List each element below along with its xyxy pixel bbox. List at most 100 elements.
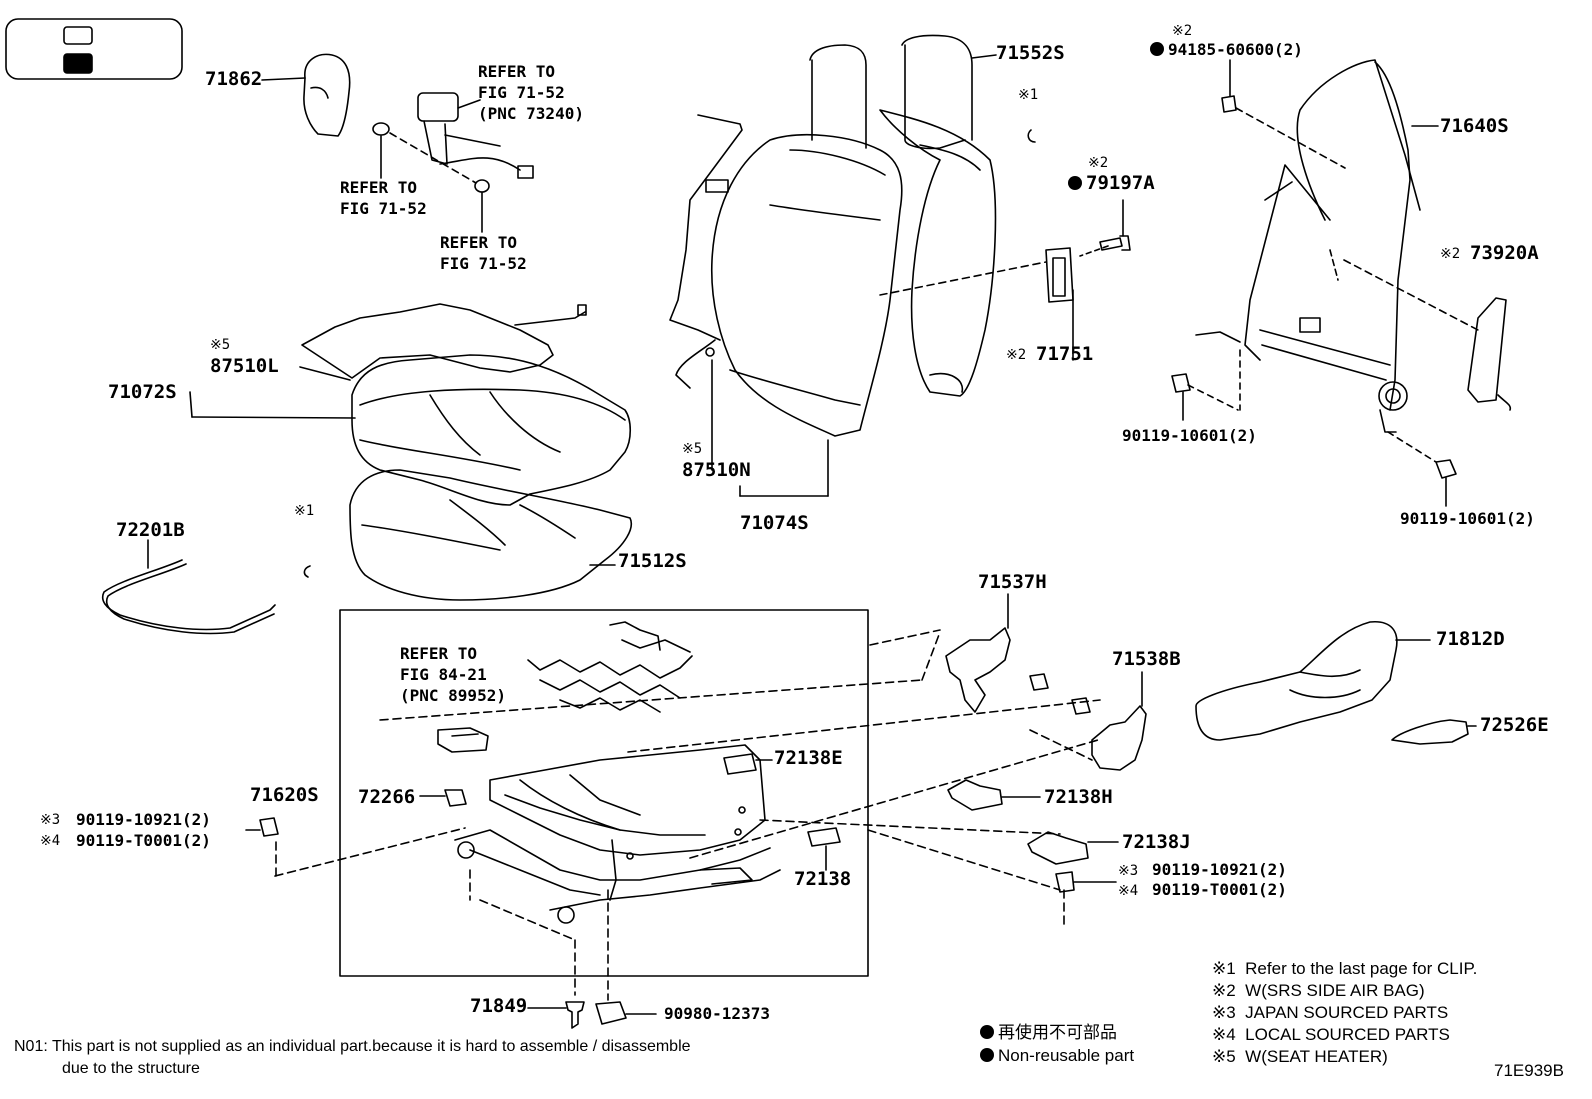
part-71640S-drawing (1195, 59, 1439, 433)
label-79197A[interactable]: 79197A (1068, 174, 1155, 193)
mark-3-left: ※3 (40, 812, 61, 828)
notes-legend: ※1 Refer to the last page for CLIP. ※2 W… (1212, 958, 1477, 1068)
mark-4-right: ※4 (1118, 883, 1139, 899)
label-refer3: REFER TO (440, 233, 518, 252)
legend-text-4: LOCAL SOURCED PARTS (1245, 1025, 1450, 1044)
legend-item-2: ※2 W(SRS SIDE AIR BAG) (1212, 980, 1477, 1002)
part-71620S-drawing (454, 744, 781, 924)
label-72526E[interactable]: 72526E (1480, 714, 1549, 736)
clip-icon-top (1027, 129, 1036, 143)
label-71074S[interactable]: 71074S (740, 512, 809, 534)
nonreusable-en-text: Non-reusable part (998, 1046, 1135, 1065)
bolt-90119-right-drawing (1055, 871, 1117, 893)
mark-4-left: ※4 (40, 833, 61, 849)
label-71849[interactable]: 71849 (470, 995, 528, 1017)
legend-text-5: W(SEAT HEATER) (1245, 1047, 1388, 1066)
part-71552S-drawing (879, 34, 997, 397)
label-94185-text: 94185-60600(2) (1168, 40, 1303, 59)
legend-text-3: JAPAN SOURCED PARTS (1245, 1003, 1449, 1022)
label-72138E[interactable]: 72138E (774, 747, 843, 769)
part-72201B-drawing (101, 539, 276, 635)
label-73920A[interactable]: 73920A (1470, 242, 1539, 264)
label-90119-10601-b[interactable]: 90119-10601(2) (1400, 509, 1535, 528)
nonreusable-en: Non-reusable part (980, 1045, 1134, 1067)
label-refer2-fig[interactable]: FIG 71-52 (340, 199, 427, 218)
legend-item-3: ※3 JAPAN SOURCED PARTS (1212, 1002, 1477, 1024)
label-71812D[interactable]: 71812D (1436, 628, 1505, 650)
label-refer1: REFER TO (478, 62, 556, 81)
part-72138E-drawing (723, 753, 773, 775)
label-87510L[interactable]: 87510L (210, 355, 279, 377)
label-71552S[interactable]: 71552S (996, 42, 1065, 64)
label-90119-T0001-right[interactable]: 90119-T0001(2) (1152, 880, 1287, 899)
label-72266[interactable]: 72266 (358, 786, 416, 808)
mark-2-79197: ※2 (1088, 155, 1109, 171)
label-72138H[interactable]: 72138H (1044, 786, 1113, 808)
label-72138[interactable]: 72138 (794, 868, 852, 890)
part-71512S-drawing (349, 469, 632, 601)
label-refer4-fig[interactable]: FIG 84-21 (400, 665, 487, 684)
part-94185-drawing (1221, 59, 1346, 169)
legend-item-1: ※1 Refer to the last page for CLIP. (1212, 958, 1477, 980)
label-90119-10601-a[interactable]: 90119-10601(2) (1122, 426, 1257, 445)
label-refer1-pnc: (PNC 73240) (478, 104, 584, 123)
non-reusable-dot-icon (980, 1048, 994, 1062)
footnote-line2: due to the structure (62, 1060, 200, 1077)
label-refer1-fig[interactable]: FIG 71-52 (478, 83, 565, 102)
legend-text-1: Refer to the last page for CLIP. (1245, 959, 1478, 978)
label-90119-T0001-left[interactable]: 90119-T0001(2) (76, 831, 211, 850)
part-71849-drawing (527, 1001, 585, 1029)
label-72201B[interactable]: 72201B (116, 519, 185, 541)
label-87510N[interactable]: 87510N (682, 459, 751, 481)
belt-buckle-drawing (372, 92, 534, 233)
label-94185[interactable]: 94185-60600(2) (1150, 42, 1303, 58)
part-71862-drawing (261, 53, 351, 137)
footnote-text1: : This part is not supplied as an indivi… (43, 1038, 691, 1055)
part-71812D-drawing (1195, 621, 1431, 741)
label-90980-12373[interactable]: 90980-12373 (664, 1004, 770, 1023)
mark-2-71751: ※2 (1006, 347, 1027, 363)
mark-5-87510L: ※5 (210, 337, 231, 353)
non-reusable-dot-icon (1068, 176, 1082, 190)
label-71640S[interactable]: 71640S (1440, 115, 1509, 137)
part-71072S-drawing (189, 354, 632, 506)
legend-item-5: ※5 W(SEAT HEATER) (1212, 1046, 1477, 1068)
part-71537H-drawing (945, 593, 1049, 713)
mark-2-73920: ※2 (1440, 246, 1461, 262)
label-refer3-fig[interactable]: FIG 71-52 (440, 254, 527, 273)
seat-position-indicator-icon (5, 18, 183, 80)
part-90119-10601-drawing (1171, 349, 1457, 507)
mark-1-mid: ※1 (294, 503, 315, 519)
label-refer4: REFER TO (400, 644, 478, 663)
label-71512S[interactable]: 71512S (618, 550, 687, 572)
label-71620S[interactable]: 71620S (250, 784, 319, 806)
label-refer4-pnc: (PNC 89952) (400, 686, 506, 705)
part-90980-drawing (595, 1001, 657, 1025)
mark-2-94185: ※2 (1172, 23, 1193, 39)
mark-3-right: ※3 (1118, 863, 1139, 879)
label-71072S[interactable]: 71072S (108, 381, 177, 403)
label-71538B[interactable]: 71538B (1112, 648, 1181, 670)
legend-mark-3: ※3 (1212, 1003, 1236, 1022)
part-71538B-drawing (1071, 671, 1147, 771)
label-90119-10921-left[interactable]: 90119-10921(2) (76, 810, 211, 829)
label-72138J[interactable]: 72138J (1122, 831, 1191, 853)
non-reusable-dot-icon (1150, 42, 1164, 56)
bolt-90119-left-drawing (245, 817, 279, 837)
label-71751[interactable]: 71751 (1036, 343, 1094, 365)
mark-1-top: ※1 (1018, 87, 1039, 103)
part-72138-drawing (807, 827, 841, 871)
legend-item-4: ※4 LOCAL SOURCED PARTS (1212, 1024, 1477, 1046)
clip-icon-mid (303, 565, 311, 578)
label-71862[interactable]: 71862 (205, 68, 263, 90)
label-79197A-text: 79197A (1086, 172, 1155, 194)
footnote-line1: N01: This part is not supplied as an ind… (14, 1037, 691, 1056)
non-reusable-dot-icon (980, 1025, 994, 1039)
label-71537H[interactable]: 71537H (978, 571, 1047, 593)
legend-mark-5: ※5 (1212, 1047, 1236, 1066)
label-90119-10921-right[interactable]: 90119-10921(2) (1152, 860, 1287, 879)
legend-mark-2: ※2 (1212, 981, 1236, 1000)
part-72138H-drawing (947, 779, 1041, 811)
